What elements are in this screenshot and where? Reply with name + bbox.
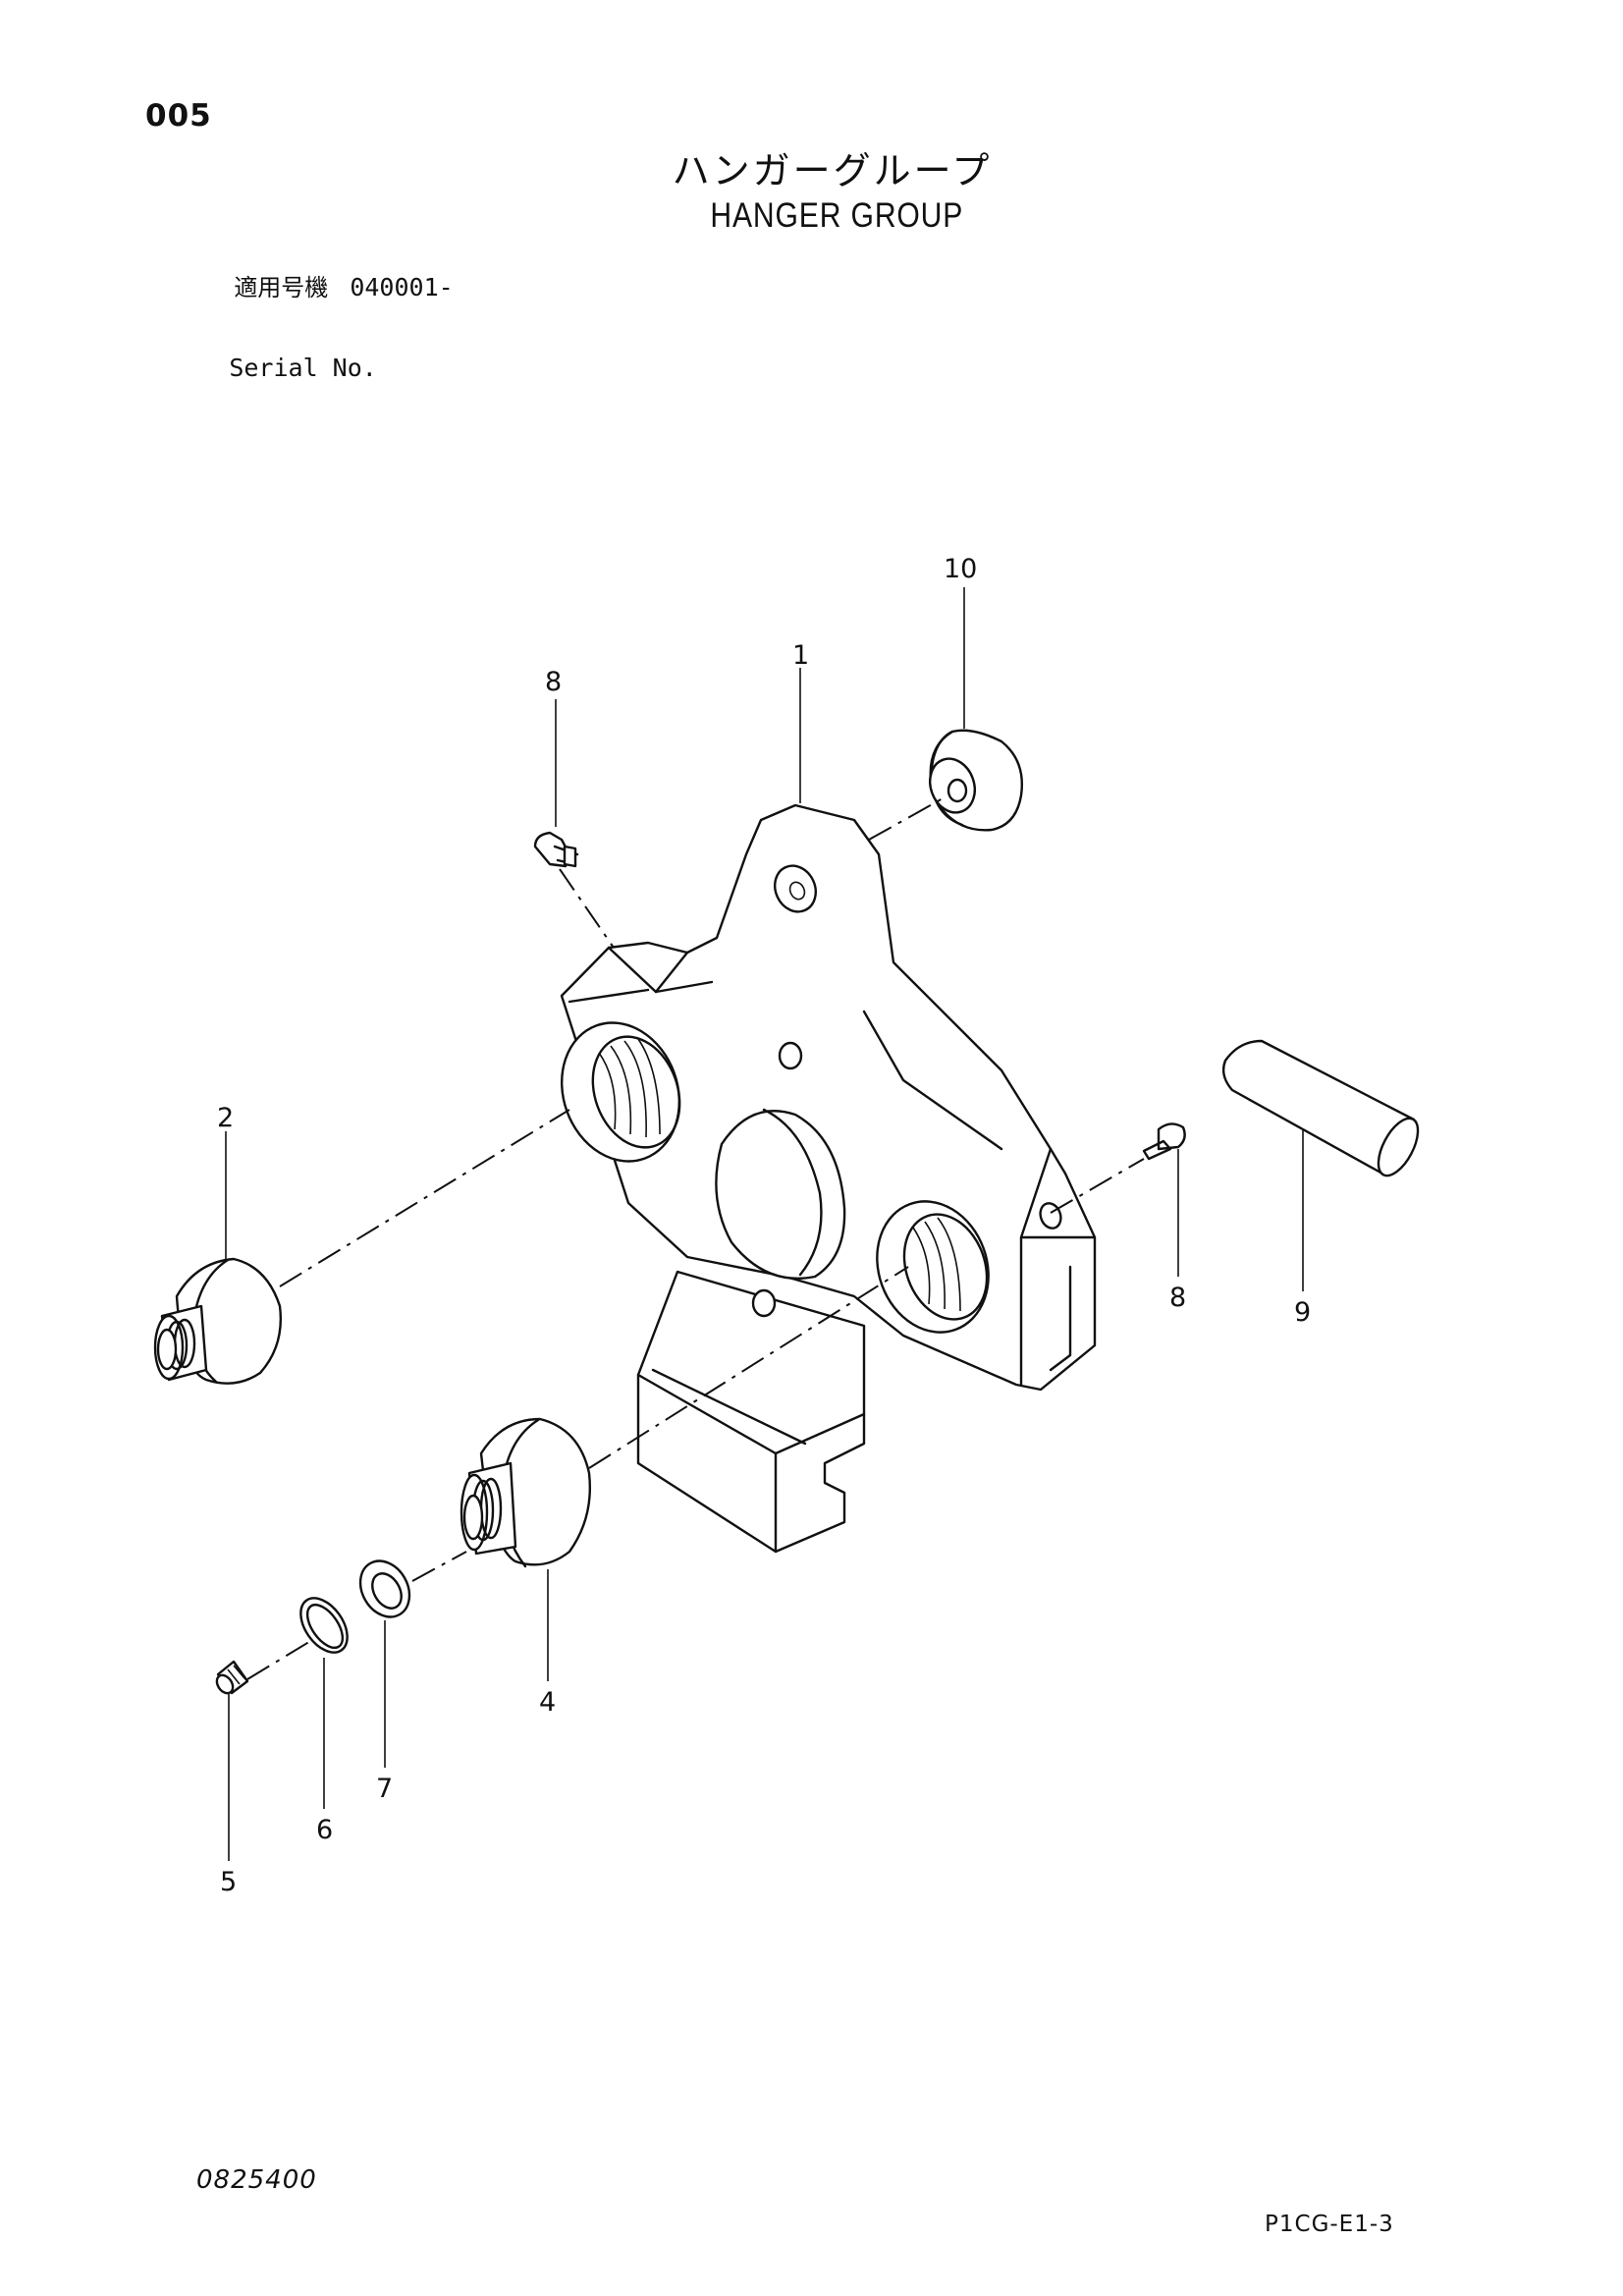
callout-10: 10 (944, 554, 977, 584)
serial-label-japanese: 適用号機 (234, 274, 329, 301)
part-8-screw-right (1142, 1122, 1186, 1161)
callout-numbers: 1 10 8 2 4 6 7 5 8 9 (217, 554, 1311, 1897)
part-10-plug (929, 729, 1023, 832)
callout-5: 5 (220, 1867, 237, 1897)
callout-8-right: 8 (1169, 1283, 1186, 1313)
callout-2: 2 (217, 1103, 234, 1133)
part-1-hanger-body (560, 803, 1097, 1554)
callout-6: 6 (316, 1815, 333, 1845)
page-title-english: HANGER GROUP (710, 196, 964, 235)
part-9-pin (1221, 1039, 1420, 1177)
callout-8-top: 8 (545, 667, 562, 697)
part-4-plug (460, 1417, 591, 1568)
callout-1: 1 (792, 640, 809, 671)
callout-4: 4 (539, 1687, 556, 1718)
callout-leader-lines (225, 587, 1304, 1861)
assembly-center-lines (246, 796, 1145, 1680)
page-title-japanese: ハンガーグループ (672, 149, 993, 192)
callout-7: 7 (376, 1774, 393, 1804)
part-8-screw-top (533, 831, 579, 868)
serial-value: 040001- (350, 273, 454, 301)
part-5-set-screw (215, 1660, 249, 1695)
part-7-backup-ring (358, 1559, 411, 1618)
page-number: 005 (145, 98, 212, 134)
callout-9: 9 (1294, 1297, 1311, 1328)
sheet-code: P1CG-E1-3 (1265, 2212, 1394, 2237)
drawing-number: 0825400 (196, 2165, 317, 2195)
part-2-plug (153, 1257, 282, 1385)
part-6-o-ring (299, 1597, 349, 1654)
serial-label-english: Serial No. (229, 354, 377, 382)
serial-info: 適用号機 040001- Serial No. (145, 247, 454, 408)
